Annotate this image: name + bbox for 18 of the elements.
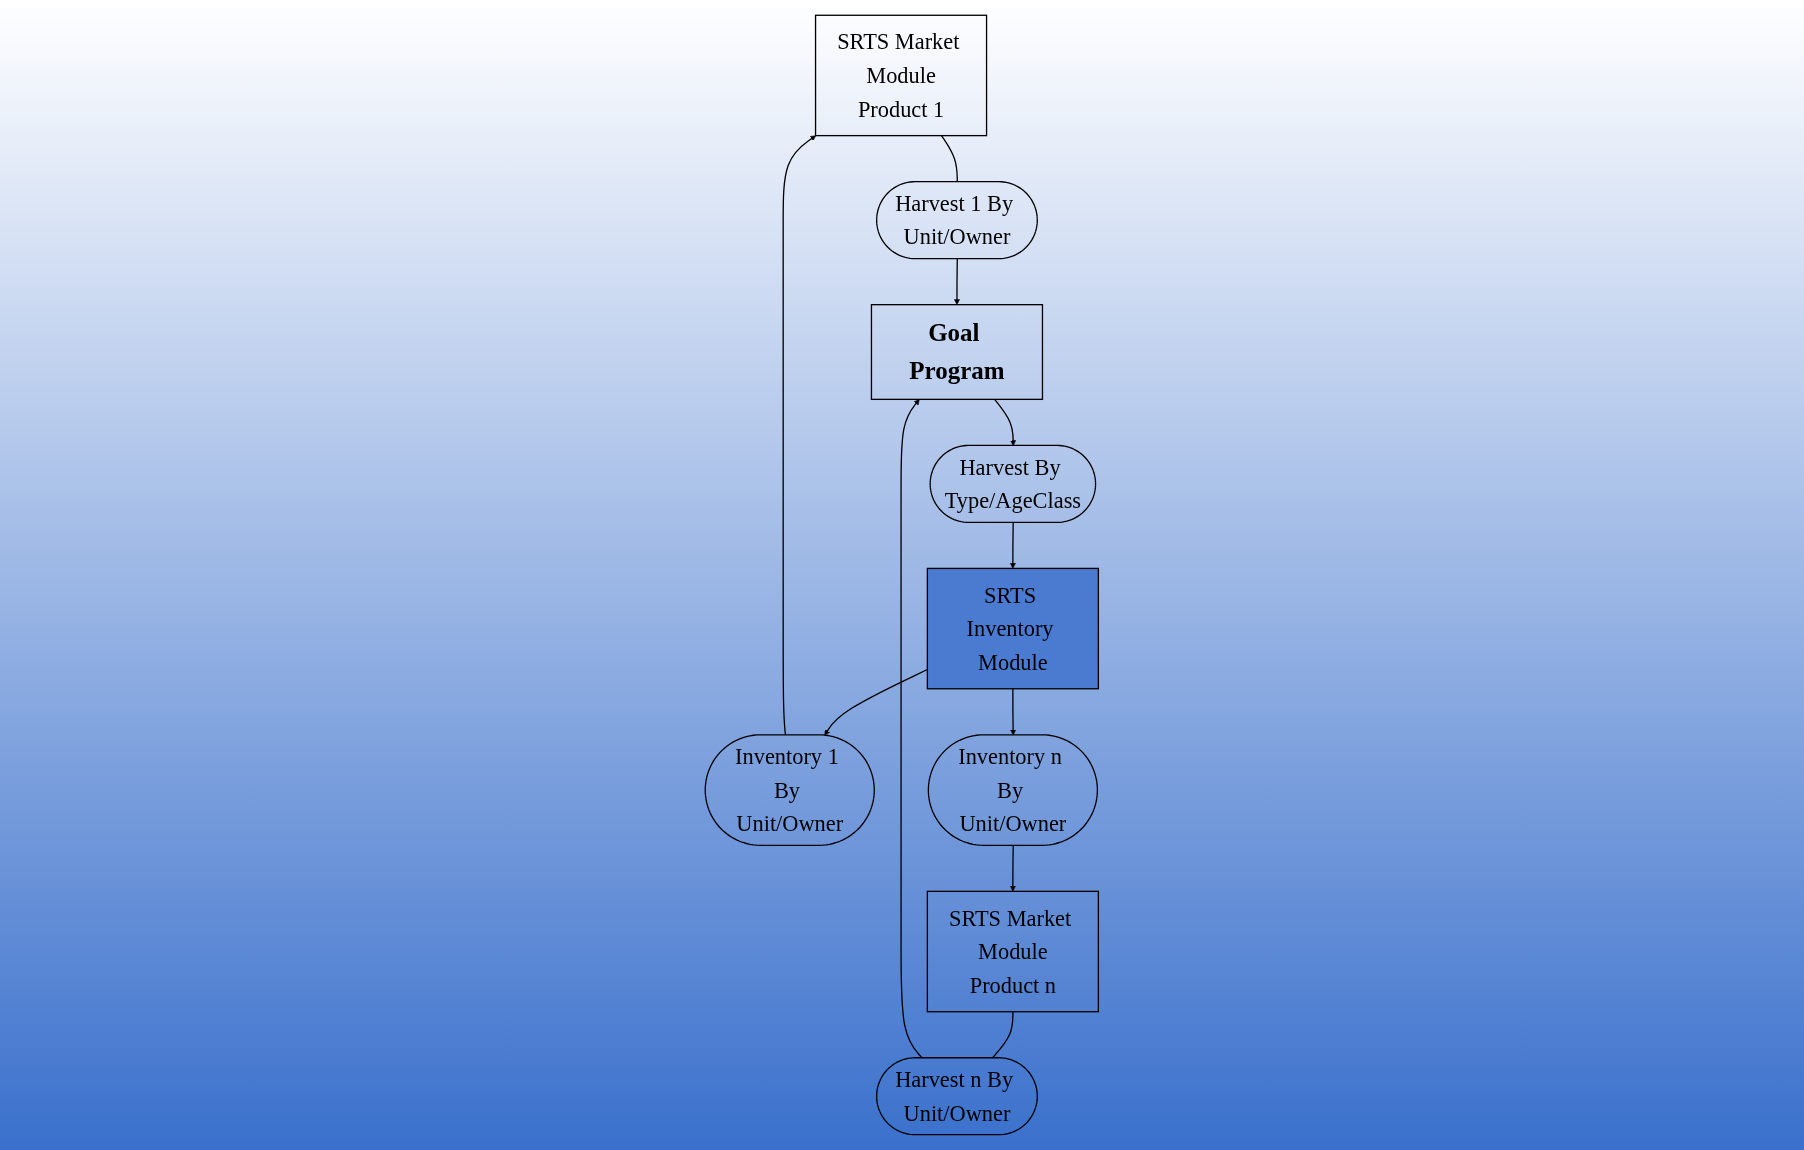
node-text: Inventory n By Unit/Owner — [958, 744, 1067, 836]
connector — [991, 1011, 1014, 1059]
node-box: SRTS Market Module Product n — [926, 890, 1100, 1013]
arrow — [1010, 688, 1017, 736]
node-text: Inventory 1 By Unit/Owner — [735, 744, 844, 836]
arrow — [1010, 845, 1016, 892]
connector — [941, 135, 959, 183]
node-box: SRTS Market Module Product 1 — [815, 14, 988, 137]
arrow — [1010, 522, 1016, 569]
node-text: Harvest n By Unit/Owner — [895, 1067, 1014, 1126]
node-box: Goal Program — [870, 304, 1044, 401]
arrow — [900, 399, 924, 1059]
arrow — [782, 135, 817, 736]
arrow — [994, 398, 1017, 446]
node-text: Harvest 1 By Unit/Owner — [895, 191, 1014, 250]
node-text: Harvest By Type/AgeClass — [944, 454, 1082, 513]
arrow — [954, 258, 961, 305]
node-box: SRTS Inventory Module — [926, 567, 1100, 690]
